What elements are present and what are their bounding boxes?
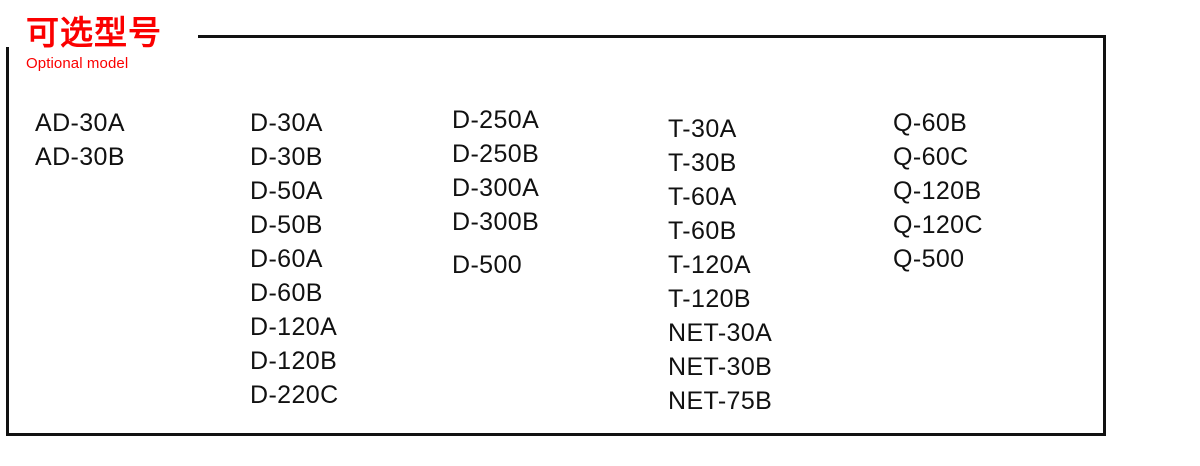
model-item: D-300B — [452, 208, 540, 236]
heading-subtitle-english: Optional model — [26, 54, 129, 72]
model-item: D-60B — [250, 279, 323, 307]
model-item: T-120A — [668, 251, 752, 279]
model-item: D-30A — [250, 109, 323, 137]
model-item: D-250A — [452, 106, 540, 134]
model-item: D-50B — [250, 211, 323, 239]
panel-border-left — [6, 47, 9, 436]
panel-heading: 可选型号 Optional model — [26, 14, 162, 72]
model-item: D-250B — [452, 140, 540, 168]
model-item: T-60B — [668, 217, 737, 245]
model-item: D-120A — [250, 313, 338, 341]
model-item: D-60A — [250, 245, 323, 273]
model-item: Q-500 — [893, 245, 965, 273]
model-column-ad-series: AD-30A AD-30B — [35, 106, 125, 174]
model-item: D-120B — [250, 347, 338, 375]
model-column-d-series-high: D-250A D-250B D-300A D-300B D-500 — [452, 103, 539, 282]
panel-border-bottom — [6, 433, 1106, 436]
model-item: Q-120C — [893, 211, 983, 239]
model-item: T-120B — [668, 285, 752, 313]
model-column-t-and-net-series: T-30A T-30B T-60A T-60B T-120A T-120B NET-30A N… — [668, 112, 772, 418]
model-item: NET-30B — [668, 353, 773, 381]
model-item: AD-30B — [35, 143, 125, 171]
model-item: D-220C — [250, 381, 339, 409]
model-item: T-30A — [668, 115, 737, 143]
model-item: D-500 — [452, 251, 523, 279]
model-item: D-50A — [250, 177, 323, 205]
model-item: Q-60B — [893, 109, 968, 137]
model-item: NET-75B — [668, 387, 773, 415]
heading-title-chinese: 可选型号 — [26, 14, 162, 51]
model-item: Q-120B — [893, 177, 982, 205]
model-column-d-series-low: D-30A D-30B D-50A D-50B D-60A D-60B D-120A D-12… — [250, 106, 339, 412]
model-item: D-300A — [452, 174, 540, 202]
panel-border-top — [198, 35, 1106, 38]
panel-border-right — [1103, 35, 1106, 436]
model-item: T-60A — [668, 183, 737, 211]
model-item: NET-30A — [668, 319, 773, 347]
model-item: D-30B — [250, 143, 323, 171]
model-item: AD-30A — [35, 109, 125, 137]
model-column-q-series: Q-60B Q-60C Q-120B Q-120C Q-500 — [893, 106, 983, 276]
model-item: Q-60C — [893, 143, 969, 171]
model-item: T-30B — [668, 149, 737, 177]
